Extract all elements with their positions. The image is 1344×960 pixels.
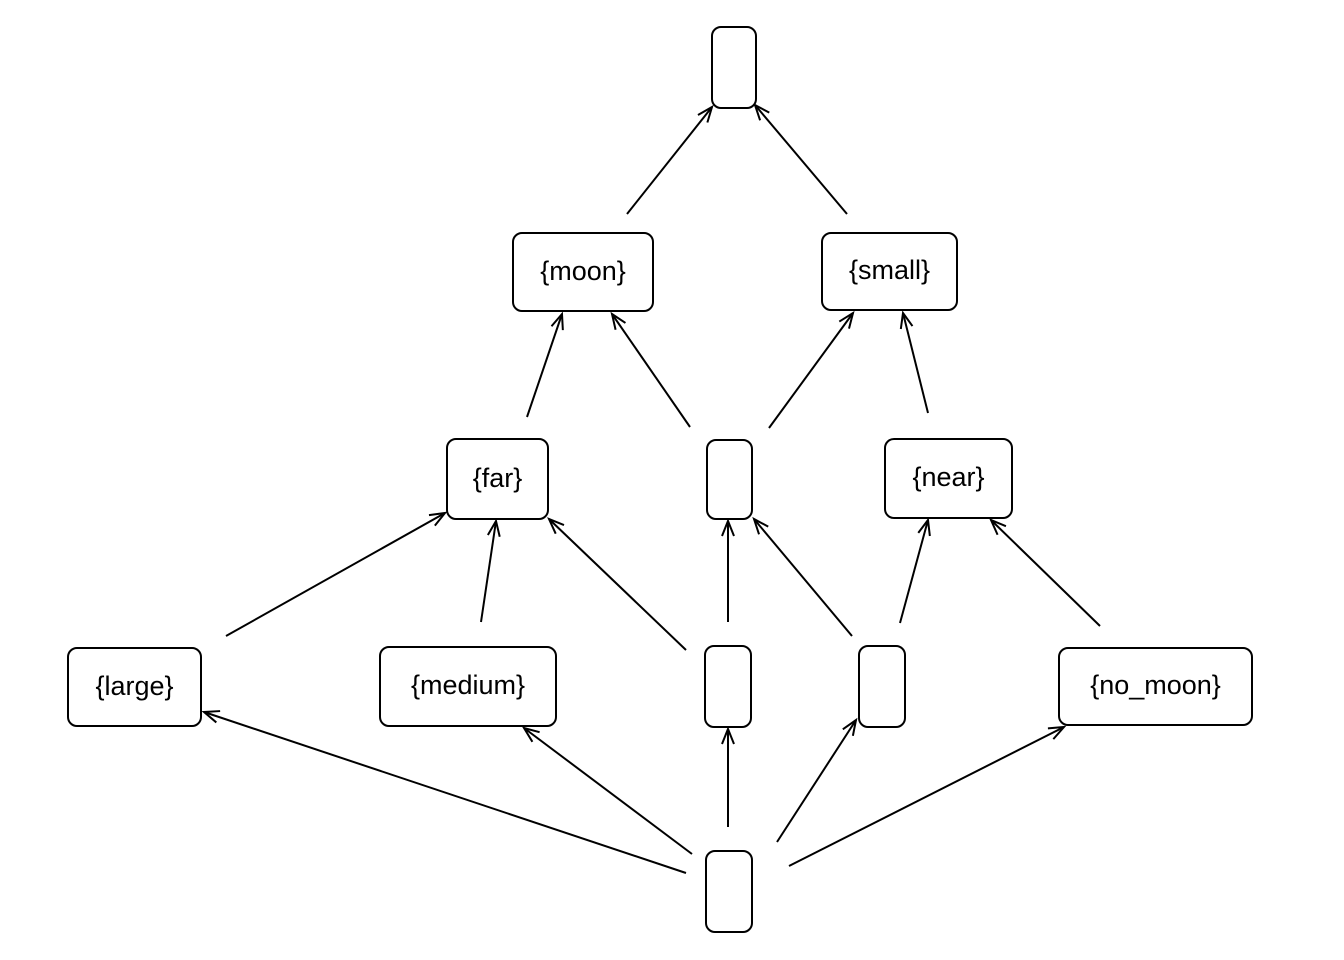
- node-far[interactable]: {far}: [446, 438, 549, 520]
- node-label-near: {near}: [912, 462, 985, 492]
- edge-empty-right-to-mid: [752, 516, 853, 637]
- node-mid[interactable]: [706, 439, 753, 520]
- edge-large-to-far: [225, 511, 448, 637]
- edge-moon-to-top: [626, 104, 714, 215]
- edge-no_moon-to-near: [989, 518, 1101, 627]
- node-no_moon[interactable]: {no_moon}: [1058, 647, 1253, 726]
- node-medium[interactable]: {medium}: [379, 646, 557, 727]
- node-label-large: {large}: [95, 670, 174, 701]
- node-empty-left[interactable]: [704, 645, 752, 728]
- node-large[interactable]: {large}: [67, 647, 202, 727]
- node-label-medium: {medium}: [410, 670, 526, 700]
- edge-near-to-small: [899, 310, 929, 414]
- node-near[interactable]: {near}: [884, 438, 1013, 519]
- node-label-no_moon: {no_moon}: [1090, 670, 1221, 700]
- node-label-moon: {moon}: [540, 255, 626, 286]
- node-top[interactable]: [711, 26, 757, 109]
- edge-bottom-to-empty-right: [776, 717, 858, 843]
- edge-far-to-moon: [526, 311, 564, 418]
- edge-mid-to-small: [768, 310, 855, 429]
- edge-bottom-to-medium: [521, 726, 693, 855]
- edge-bottom-to-no_moon: [788, 725, 1067, 867]
- edge-medium-to-far: [480, 518, 501, 623]
- node-empty-right[interactable]: [858, 645, 906, 728]
- edge-small-to-top: [753, 102, 848, 215]
- edge-bottom-to-large: [201, 710, 687, 874]
- edge-mid-to-moon: [610, 311, 691, 428]
- node-small[interactable]: {small}: [821, 232, 958, 311]
- node-label-small: {small}: [848, 255, 931, 285]
- node-bottom[interactable]: [705, 850, 753, 933]
- edge-empty-left-to-far: [547, 517, 687, 651]
- node-moon[interactable]: {moon}: [512, 232, 654, 312]
- edge-empty-right-to-near: [899, 517, 931, 624]
- node-label-far: {far}: [472, 462, 523, 493]
